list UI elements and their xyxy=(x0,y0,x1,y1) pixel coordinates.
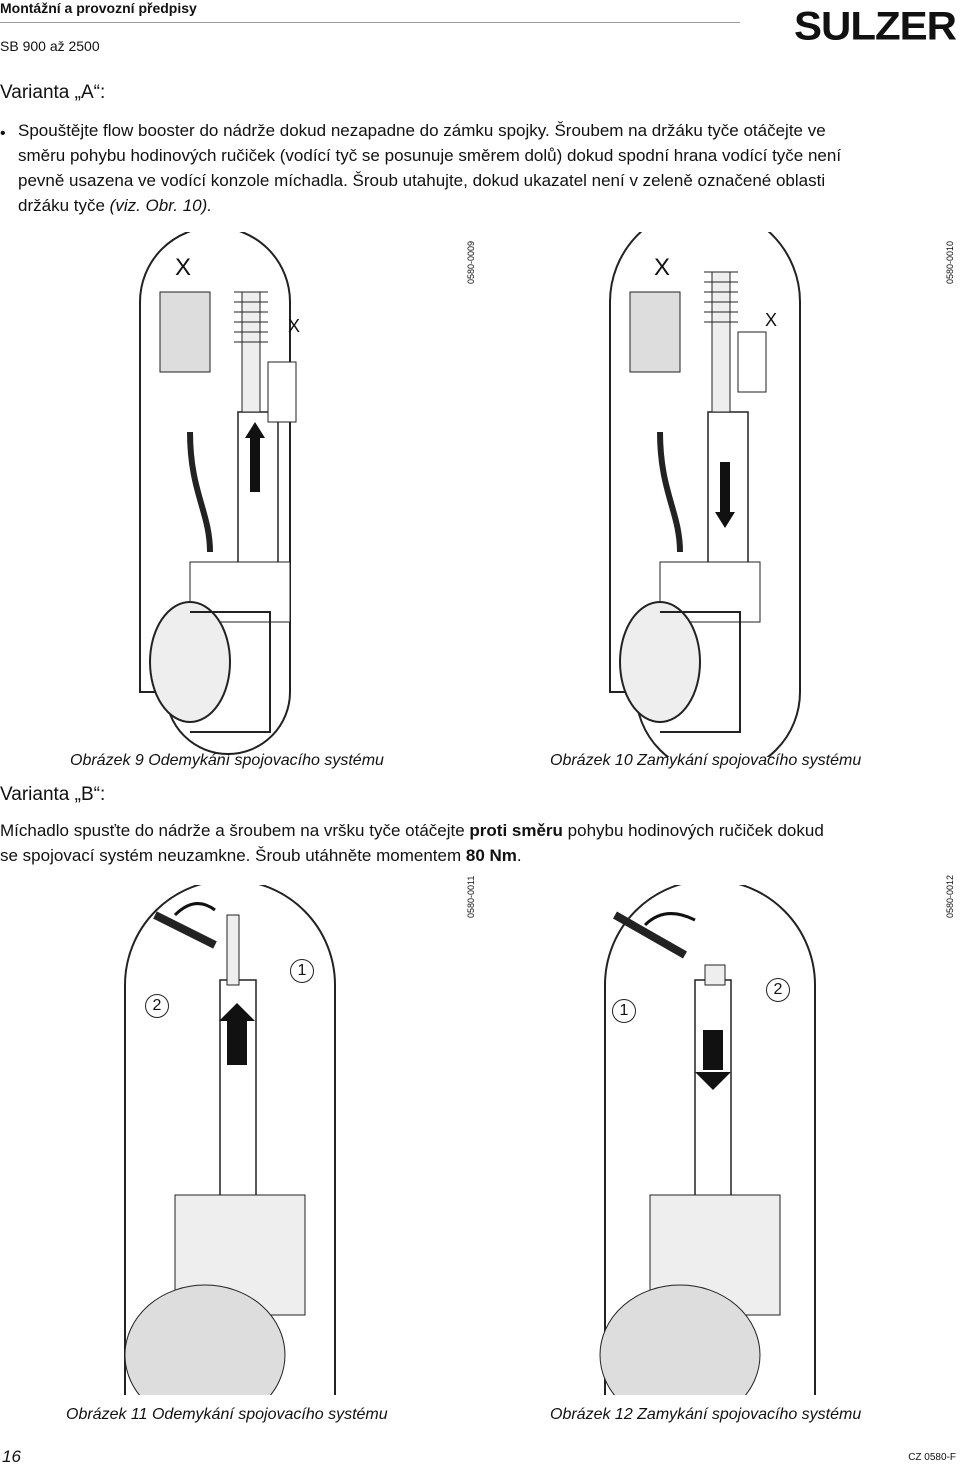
bullet-dot: • xyxy=(0,125,6,142)
figure-9-small-x: X xyxy=(288,316,301,336)
figure-10-caption: Obrázek 10 Zamykání spojovacího systému xyxy=(550,752,862,769)
page-number: 16 xyxy=(2,1447,21,1466)
variant-b-line-1-a: Míchadlo spusťte do nádrže a šroubem na … xyxy=(0,821,470,840)
variant-b-heading: Varianta „B“: xyxy=(0,784,106,805)
variant-b-paragraph: Míchadlo spusťte do nádrže a šroubem na … xyxy=(0,818,958,868)
figure-10-small-x: X xyxy=(765,310,778,330)
figure-11-caption: Obrázek 11 Odemykání spojovacího systému xyxy=(66,1406,388,1423)
header-rule xyxy=(0,22,740,23)
variant-b-line-2-b: . xyxy=(516,846,522,865)
figure-9-caption: Obrázek 9 Odemykání spojovacího systému xyxy=(70,752,384,769)
figure-12-code: 0580-0012 xyxy=(945,874,955,918)
variant-a-heading: Varianta „A“: xyxy=(0,82,106,103)
figure-12-illustration xyxy=(599,885,816,1395)
variant-b-line-1-b: pohybu hodinových ručiček dokud xyxy=(562,821,824,840)
document-code: CZ 0580-F xyxy=(908,1452,956,1463)
variant-b-line-2: se spojovací systém neuzamkne. Šroub utá… xyxy=(0,843,958,868)
variant-a-line-3: pevně usazena ve vodící konzole míchadla… xyxy=(18,171,826,190)
figure-9-code: 0580-0009 xyxy=(466,240,476,284)
variant-b-direction: proti směru xyxy=(469,821,563,840)
figure-12-label-1: 1 xyxy=(612,999,636,1023)
document-title: Montážní a provozní předpisy xyxy=(0,0,197,16)
figure-12-caption: Obrázek 12 Zamykání spojovacího systému xyxy=(550,1406,862,1423)
variant-a-line-4-text: držáku tyče xyxy=(18,196,110,215)
figure-11-illustration xyxy=(124,885,336,1395)
figure-10-illustration xyxy=(609,232,801,757)
figure-9-illustration xyxy=(139,232,297,755)
sulzer-logo: SULZER xyxy=(794,3,957,48)
figure-11-code: 0580-0011 xyxy=(466,875,476,918)
variant-a-paragraph: Spouštějte flow booster do nádrže dokud … xyxy=(18,118,958,218)
variant-b-torque: 80 Nm xyxy=(465,846,517,865)
figure-9-big-x: X xyxy=(175,254,192,281)
document-subtitle: SB 900 až 2500 xyxy=(0,38,100,54)
figure-10-code: 0580-0010 xyxy=(945,240,955,284)
variant-a-line-2: směru pohybu hodinových ručiček (vodící … xyxy=(18,146,842,165)
variant-a-line-4: držáku tyče (viz. Obr. 10). xyxy=(18,193,958,218)
figure-10-big-x: X xyxy=(654,254,671,281)
figure-11-label-2: 2 xyxy=(145,994,169,1018)
figure-12-label-2: 2 xyxy=(766,978,790,1002)
figure-reference: (viz. Obr. 10). xyxy=(109,196,212,215)
variant-b-line-2-a: se spojovací systém neuzamkne. Šroub utá… xyxy=(0,846,466,865)
variant-b-line-1: Míchadlo spusťte do nádrže a šroubem na … xyxy=(0,818,958,843)
figure-11-label-1: 1 xyxy=(290,959,314,983)
variant-a-line-1: Spouštějte flow booster do nádrže dokud … xyxy=(18,121,826,140)
